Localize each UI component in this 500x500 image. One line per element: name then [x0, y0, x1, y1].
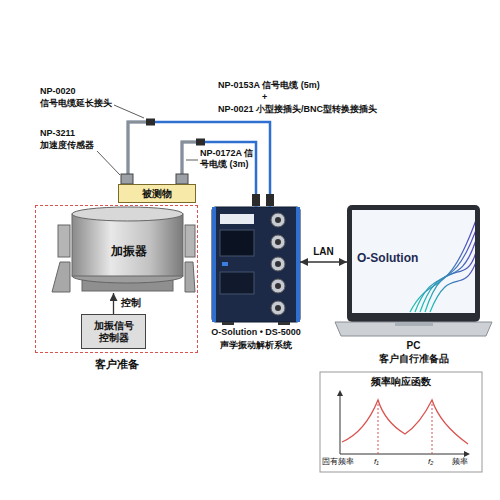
device-housing — [212, 207, 300, 322]
bnc-port — [271, 235, 285, 249]
bnc-port — [275, 261, 281, 267]
leader-line — [97, 151, 120, 175]
bnc-port — [271, 213, 285, 227]
edge-label: LAN — [311, 246, 336, 258]
trunnion — [185, 225, 195, 257]
wave — [425, 252, 475, 312]
axis-label: f₂ — [428, 457, 433, 467]
shaker-table — [72, 207, 183, 221]
wave — [415, 230, 475, 312]
axis-label: 固有频率 — [322, 457, 354, 467]
axis-label: 频率 — [452, 457, 468, 467]
x-axis — [340, 454, 466, 455]
pc-caption: 客户自行准备品 — [379, 353, 449, 365]
bnc-port — [271, 279, 285, 293]
bnc-port — [275, 217, 281, 223]
analyzer-illustration — [212, 207, 300, 325]
peak-marker — [432, 400, 433, 454]
extension-connector — [146, 119, 155, 126]
wave — [410, 220, 475, 312]
device-trim — [212, 207, 216, 322]
accelerometer — [121, 174, 133, 184]
device-trim — [296, 207, 300, 322]
box-text: 被测物 — [142, 188, 172, 200]
wave — [430, 262, 475, 312]
bnc-port — [275, 305, 281, 311]
y-axis — [340, 394, 341, 454]
wave — [420, 240, 475, 312]
bnc-port — [275, 239, 281, 245]
leader-line — [114, 105, 144, 118]
frf-curve — [342, 400, 468, 444]
shaker-cylinder — [72, 214, 183, 276]
test-object-box: 被测物 — [118, 184, 196, 203]
bnc-adapter — [266, 194, 274, 206]
bnc-port — [271, 301, 285, 315]
accelerometer — [176, 174, 188, 184]
device-slot — [220, 272, 254, 294]
laptop-bezel — [347, 205, 480, 322]
part-label: NP-0021 小型接插头/BNC型转换接插头 — [218, 104, 377, 115]
usb-port — [222, 262, 228, 266]
controller-box: 加振信号控制器 — [81, 314, 146, 349]
part-label: NP-0020 — [40, 86, 76, 97]
shaker-illustration — [52, 207, 195, 292]
axis-arrow — [464, 451, 470, 457]
peak-marker — [378, 400, 379, 454]
bnc-port — [271, 257, 285, 271]
device-display — [220, 230, 254, 256]
bnc-adapter — [252, 194, 260, 206]
chart-title: 频率响应函数 — [371, 376, 431, 388]
part-label: + — [262, 92, 267, 103]
screen-waves — [410, 220, 475, 312]
edge-label: 控制 — [119, 297, 143, 309]
device-caption: 声学振动解析系统 — [220, 340, 292, 351]
shaker-text: 加振器 — [111, 243, 147, 257]
box-text: 加振信号控制器 — [92, 320, 136, 344]
part-label: 信号电缆延长接头 — [40, 98, 112, 109]
part-label: NP-0153A 信号电缆 (5m) — [218, 80, 320, 91]
laptop-hinge — [395, 322, 433, 326]
device-caption: O-Solution • DS-5000 — [211, 327, 301, 338]
pc-caption: PC — [407, 340, 421, 352]
shaker-node: 加振器 — [71, 208, 186, 293]
shaker-leg — [185, 262, 195, 292]
bnc-port — [275, 283, 281, 289]
shaker-leg — [52, 262, 70, 292]
device-foot — [278, 322, 290, 325]
frf-illustration — [320, 372, 482, 472]
laptop-base — [335, 322, 492, 336]
device-foot — [222, 322, 234, 325]
region-heading: 客户准备 — [95, 358, 139, 371]
signal-cable — [128, 122, 270, 207]
analyzer-device: O-Solution • DS-5000声学振动解析系统 — [212, 207, 300, 322]
pc-caption: O-Solution — [357, 251, 418, 265]
lan-arrow — [300, 261, 347, 263]
customer-region: 客户准备加振器加振信号控制器 — [35, 205, 198, 353]
trunnion — [58, 225, 70, 257]
laptop-screen — [352, 210, 475, 313]
chart-frame — [320, 372, 482, 472]
leader-line — [186, 160, 198, 161]
part-label: NP-0172A 信号电缆 (3m) — [200, 148, 254, 170]
logo-plate — [220, 214, 254, 224]
part-label: NP-3211 — [40, 128, 75, 139]
laptop-illustration — [335, 205, 492, 336]
axis-label: f₁ — [374, 457, 379, 467]
pc-laptop: O-SolutionPC客户自行准备品 — [347, 205, 480, 322]
control-arrow — [113, 293, 114, 314]
part-label: 加速度传感器 — [40, 140, 94, 151]
axis-arrow — [337, 390, 343, 396]
extension-connector — [196, 139, 205, 146]
